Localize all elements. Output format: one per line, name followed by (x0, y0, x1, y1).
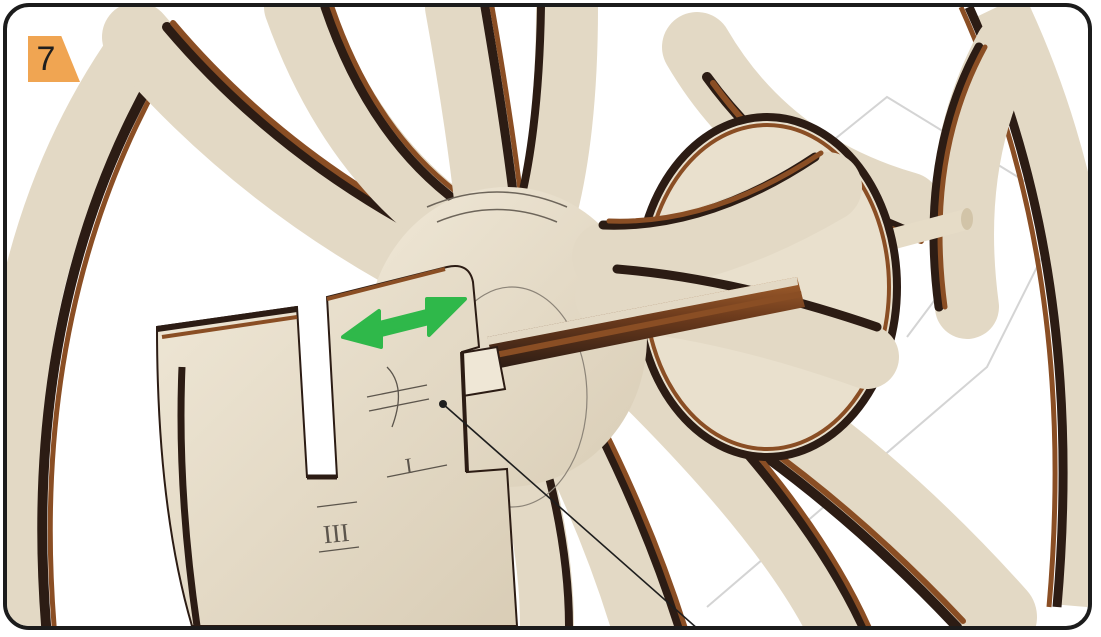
rounded-frame: III I 7 (3, 3, 1092, 630)
notch-mark-left: III (322, 518, 351, 550)
notched-plate: III I (157, 266, 517, 626)
assembly-illustration: III I (7, 7, 1088, 626)
step-number: 7 (31, 38, 61, 80)
